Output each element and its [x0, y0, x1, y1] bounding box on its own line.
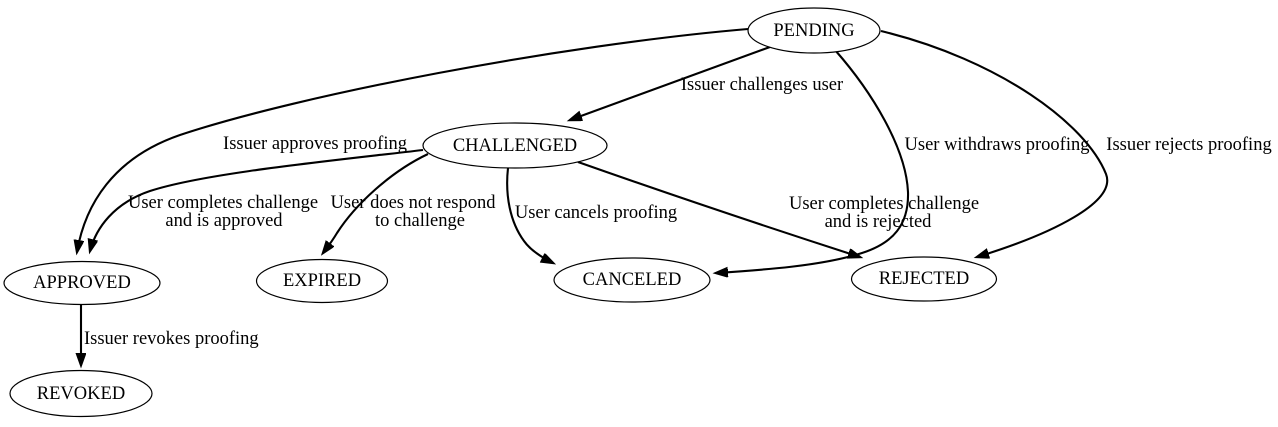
- node-expired-label: EXPIRED: [283, 271, 361, 291]
- edge-pending-approved: Issuer approves proofing: [77, 27, 749, 252]
- edge-pending-challenged-path: [570, 46, 771, 120]
- edge-pending-rejected-path: [880, 29, 1109, 257]
- edge-challenged-approved-label-line2: and is approved: [165, 211, 283, 231]
- node-rejected-ellipse: [850, 256, 998, 302]
- node-revoked-label: REVOKED: [37, 384, 125, 404]
- node-challenged-label: CHALLENGED: [453, 136, 577, 156]
- node-pending-ellipse: [747, 7, 881, 54]
- edge-pending-approved-path: [77, 27, 749, 252]
- edge-challenged-canceled-path: [506, 167, 553, 263]
- node-approved: APPROVED: [3, 260, 161, 306]
- edge-pending-challenged-label: Issuer challenges user: [681, 75, 843, 95]
- edge-challenged-expired: User does not respond to challenge: [323, 153, 497, 253]
- edge-approved-revoked: Issuer revokes proofing: [81, 305, 259, 365]
- edge-challenged-expired-path: [323, 153, 429, 253]
- edge-challenged-approved-path: [90, 148, 424, 251]
- edge-pending-canceled-path: [716, 49, 910, 273]
- edge-challenged-canceled-label: User cancels proofing: [515, 203, 677, 223]
- node-challenged-ellipse: [422, 122, 608, 169]
- node-expired: EXPIRED: [255, 258, 389, 304]
- node-revoked-ellipse: [9, 369, 153, 418]
- edge-challenged-expired-label-line2: to challenge: [375, 211, 465, 231]
- edge-approved-revoked-label: Issuer revokes proofing: [84, 329, 259, 349]
- edge-pending-rejected-label: Issuer rejects proofing: [1106, 135, 1271, 155]
- edge-challenged-canceled: User cancels proofing: [506, 167, 677, 263]
- edge-challenged-rejected-label-line1: User completes challenge: [789, 194, 979, 214]
- node-approved-ellipse: [3, 260, 161, 306]
- edge-challenged-rejected-path: [577, 161, 860, 257]
- node-pending: PENDING: [747, 7, 881, 54]
- edge-challenged-approved: User completes challenge and is approved: [90, 148, 424, 251]
- node-revoked: REVOKED: [9, 369, 153, 418]
- node-approved-label: APPROVED: [33, 273, 131, 293]
- nodes-layer: PENDING CHALLENGED APPROVED EXPIRED CANC…: [3, 7, 998, 418]
- node-canceled: CANCELED: [553, 257, 711, 303]
- edge-pending-challenged: Issuer challenges user: [570, 46, 843, 120]
- node-canceled-label: CANCELED: [583, 270, 682, 290]
- edges-layer: Issuer challenges user Issuer approves p…: [77, 27, 1272, 365]
- edge-challenged-expired-label-line1: User does not respond: [331, 193, 497, 213]
- edge-challenged-rejected-label-line2: and is rejected: [825, 212, 933, 232]
- node-rejected: REJECTED: [850, 256, 998, 302]
- edge-pending-canceled: User withdraws proofing: [716, 49, 1090, 273]
- edge-pending-approved-label: Issuer approves proofing: [223, 134, 407, 154]
- node-pending-label: PENDING: [773, 21, 854, 41]
- node-rejected-label: REJECTED: [879, 269, 969, 289]
- edge-pending-rejected: Issuer rejects proofing: [880, 29, 1272, 257]
- node-challenged: CHALLENGED: [422, 122, 608, 169]
- edge-challenged-rejected: User completes challenge and is rejected: [577, 161, 979, 257]
- node-expired-ellipse: [255, 258, 389, 304]
- edge-pending-canceled-label: User withdraws proofing: [905, 135, 1090, 155]
- node-canceled-ellipse: [553, 257, 711, 303]
- edge-challenged-approved-label-line1: User completes challenge: [128, 193, 318, 213]
